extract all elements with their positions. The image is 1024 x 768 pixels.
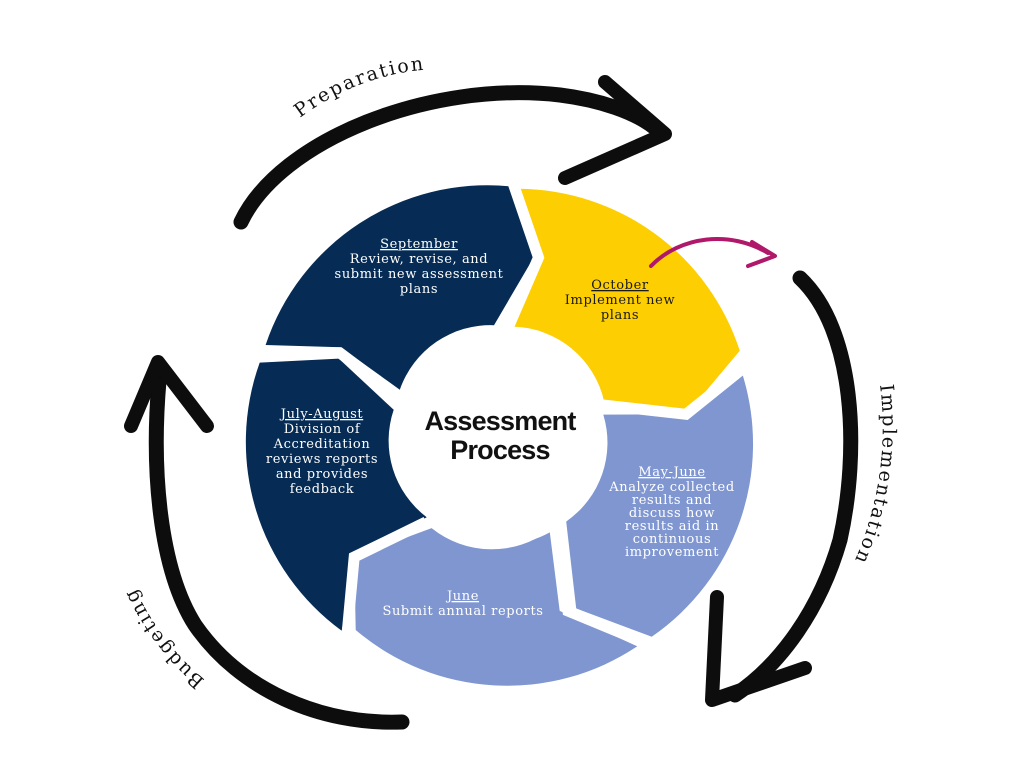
may-june-line: improvement [625,545,719,560]
may-june-line: results and [632,493,712,508]
july-august-line: feedback [290,482,355,497]
center-circle [395,335,605,545]
segment-may-june [566,374,754,637]
budgeting-text: Budgeting [119,585,206,693]
segment-june [354,528,638,686]
september-line: plans [400,282,438,297]
july-august-title: July-August [279,407,364,422]
segment-october [513,188,740,415]
october-line: plans [601,308,639,323]
october-title: October [591,278,649,293]
july-august-line: Accreditation [273,437,371,452]
july-august-line: and provides [276,467,368,482]
phase-label-budgeting: Budgeting [119,585,208,693]
segment-september [265,185,535,390]
may-june-text: May-June Analyze collected results and d… [608,465,735,560]
september-line: Review, revise, and [350,252,488,267]
segment-july-august [245,358,427,631]
july-august-line: Division of [284,422,361,437]
september-line: submit new assessment [335,267,504,282]
may-june-line: discuss how [629,506,715,521]
center-title-line1: Assessment [424,406,576,436]
september-title: September [380,237,458,252]
may-june-title: May-June [638,465,705,480]
may-june-line: continuous [633,532,711,547]
june-line: Submit annual reports [382,604,543,619]
october-magenta-arrow [649,236,777,268]
july-august-text: July-August Division of Accreditation re… [266,407,378,497]
budgeting-arrow [124,355,410,730]
october-line: Implement new [565,293,675,308]
may-june-line: results aid in [625,519,719,534]
may-june-line: Analyze collected [608,480,735,495]
june-title: June [445,589,479,604]
june-text: June Submit annual reports [382,589,543,619]
center-title-line2: Process [450,435,549,465]
implementation-arrow [705,270,859,707]
october-text: October Implement new plans [565,278,675,323]
july-august-line: reviews reports [266,452,378,467]
preparation-arrow [233,75,672,230]
segment-separators [257,178,750,648]
september-text: September Review, revise, and submit new… [335,237,504,297]
